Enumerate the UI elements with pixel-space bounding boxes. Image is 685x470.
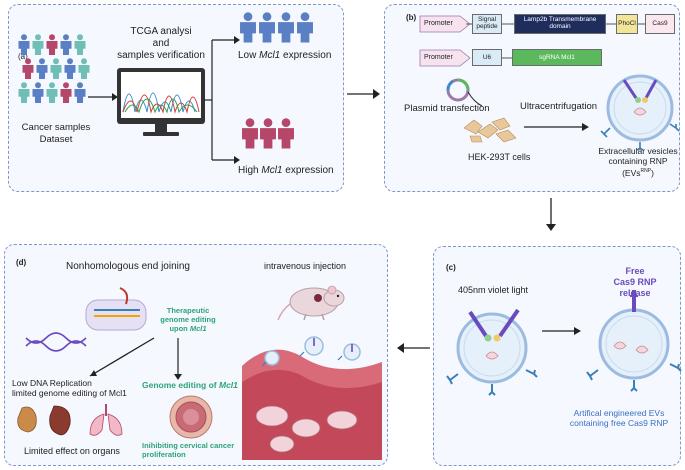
person-body [32,89,44,103]
person-head [263,118,273,127]
person-head [21,82,27,89]
therapeutic-label: Therapeutic genome editing upon Mcl1 [160,306,216,333]
person-head [77,34,83,41]
person-head [67,58,73,65]
computer-sequencing-icon [117,68,205,136]
sgrna-box: sgRNA Mcl1 [512,49,602,66]
ev-before-icon [446,308,538,396]
split-arrows [204,36,240,164]
panel-a-label: (a) [18,52,28,61]
person-head [77,82,83,89]
lamp2b-box: Lamp2b Transmembrane domain [514,14,606,34]
person-body [64,65,76,79]
plasmid-icon [446,78,483,107]
promoter-2-label: Promoter [424,54,453,61]
person-body [60,89,72,103]
person-body [46,41,58,55]
mouse-icon [277,285,345,321]
signal-peptide-box: Signal peptide [472,14,502,34]
person-body [259,22,275,43]
phocl-box: PhoCl [616,14,638,34]
person-head [63,82,69,89]
ev-rnp-label: Extracellular vesicles containing RNP (E… [598,146,678,178]
person-body [297,22,313,43]
arrow-a-to-b [347,89,380,99]
person-head [81,58,87,65]
person-body [50,65,62,79]
tumor-tissue-icon [242,336,382,460]
arrows-d [89,337,182,380]
person-head [262,12,272,21]
promoter-2-arrow [419,49,471,67]
person-body [32,41,44,55]
arrow-c [542,327,581,335]
plasmid-transfection-label: Plasmid transfection [404,103,490,114]
ultracentrifugation-label: Ultracentrifugation [520,101,598,112]
construct-2-line [502,57,512,59]
person-head [245,118,255,127]
panel-d-label: (d) [16,258,27,267]
person-body [278,128,294,149]
person-head [35,34,41,41]
high-expression-label: High Mcl1 expression [238,165,334,176]
person-head [53,58,59,65]
person-body [260,128,276,149]
cancer-crowd-icon [18,34,90,103]
low-expression-label: Low Mcl1 expression [238,50,332,61]
person-head [49,82,55,89]
tumor-spheroid-icon [169,395,213,439]
person-body [74,41,86,55]
hek-cells-label: HEK-293T cells [468,152,531,162]
ev-after-icon [586,290,682,392]
person-head [25,58,31,65]
person-head [21,34,27,41]
person-head [39,58,45,65]
promoter-1-arrow [419,15,471,33]
low-expression-people-icon [240,12,313,43]
person-body [18,41,30,55]
high-expression-people-icon [242,118,294,149]
person-body [22,65,34,79]
construct-1-line [466,23,645,25]
limited-effect-label: Limited effect on organs [24,446,120,456]
genome-editing-label: Genome editing of Mcl1 [142,380,238,390]
dna-repair-icon [25,287,147,352]
arrow-c-to-d [397,343,430,353]
person-body [240,22,256,43]
promoter-1-label: Promoter [424,20,453,27]
ev-rnp-icon [600,74,680,151]
person-body [74,89,86,103]
person-head [281,118,291,127]
u6-box: U6 [472,49,502,66]
arrow-b-to-c [546,198,556,231]
injection-label: intravenous injection [264,261,347,271]
person-head [281,12,291,21]
panel-c-label: (c) [446,263,456,272]
person-body [18,89,30,103]
person-body [36,65,48,79]
cas9-box: Cas9 [645,14,675,34]
panel-b-label: (b) [406,13,417,22]
arrow-ultra [524,123,589,131]
person-head [35,82,41,89]
person-body [278,22,294,43]
person-body [46,89,58,103]
person-body [60,41,72,55]
violet-light-label: 405nm violet light [458,285,529,295]
person-body [242,128,258,149]
person-head [63,34,69,41]
hek-cells-icon [463,117,517,143]
arrow-a1 [88,93,118,101]
person-body [78,65,90,79]
nhej-label: Nonhomologous end joining [66,261,190,272]
person-head [300,12,310,21]
person-head [49,34,55,41]
organs-icon [17,404,123,436]
person-head [243,12,253,21]
